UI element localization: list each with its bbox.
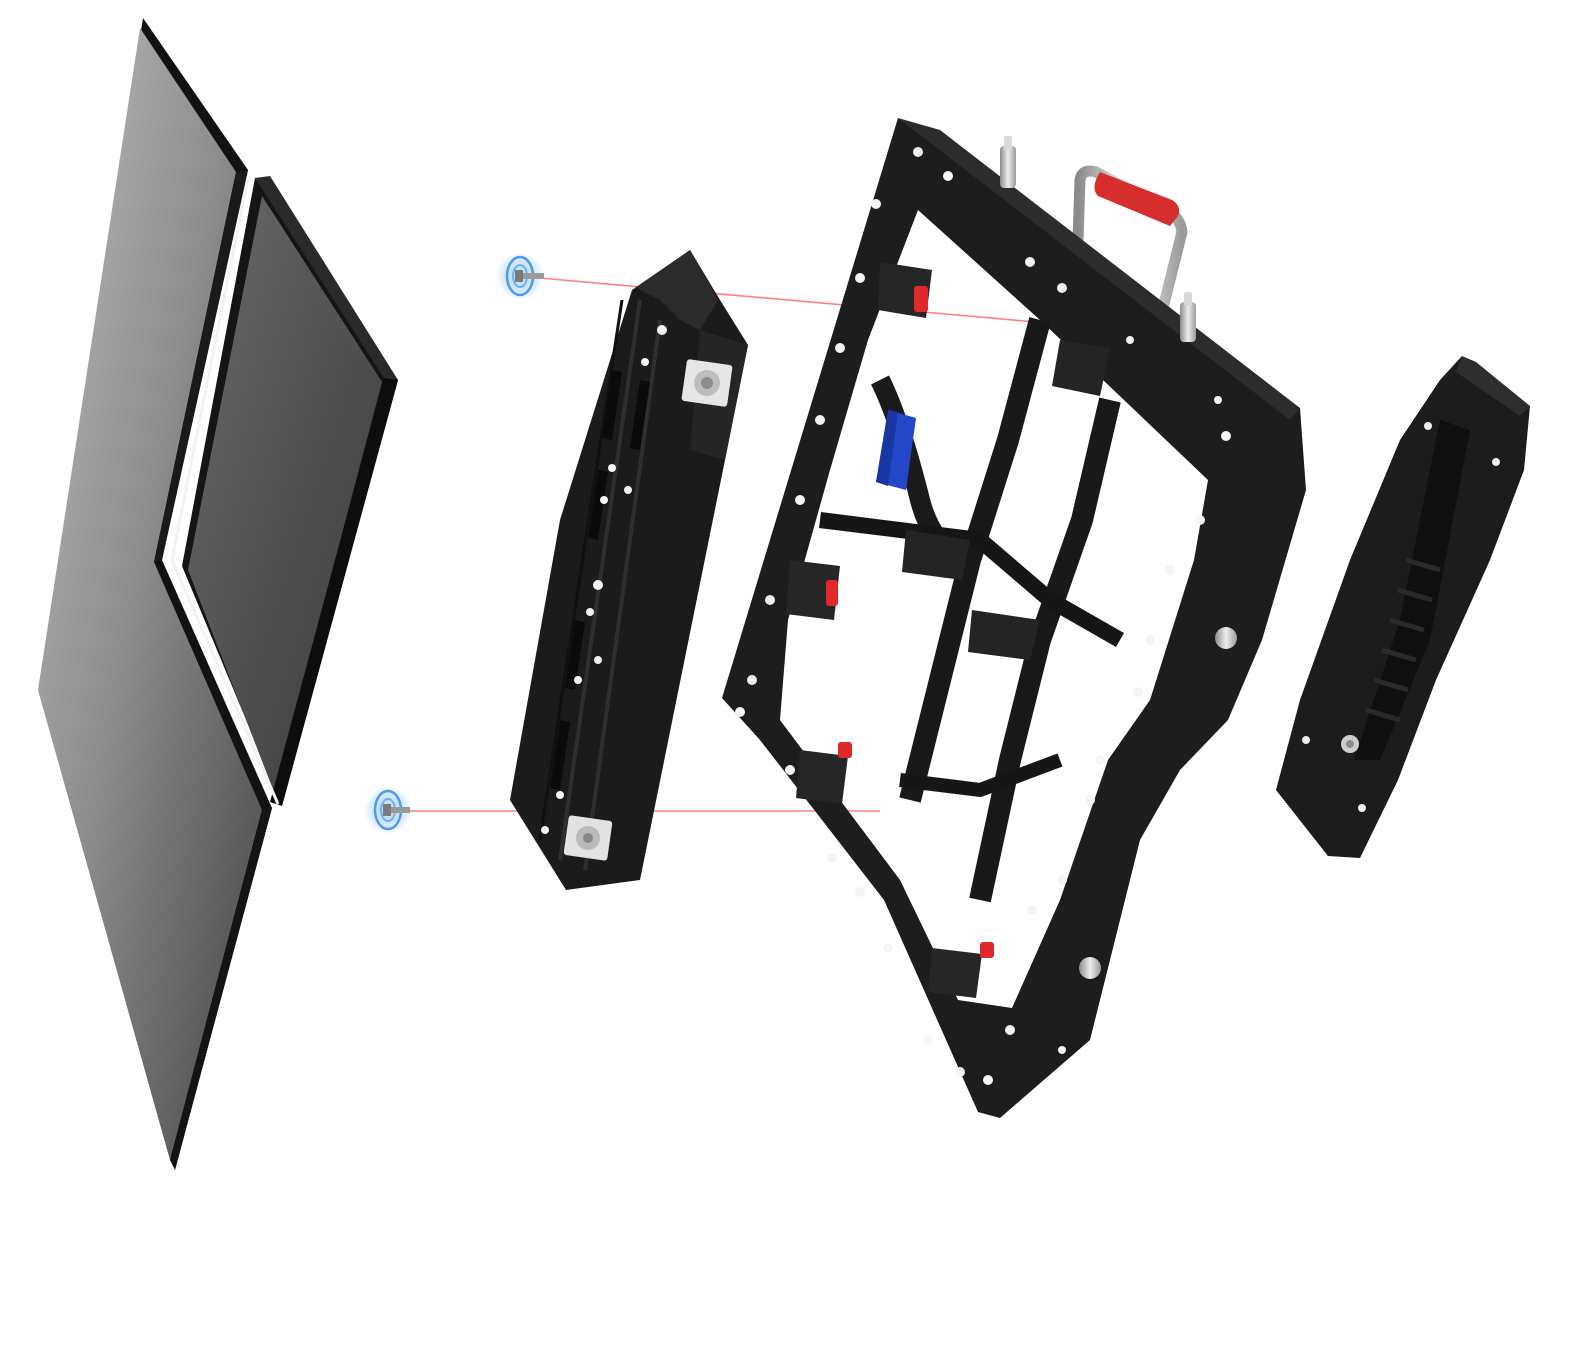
screw-icon [364, 786, 412, 834]
panel-back-module [182, 176, 398, 806]
red-clip-icon [826, 286, 994, 958]
screw-icon [496, 252, 544, 300]
panel-front-module [38, 18, 280, 1170]
power-connector-bottom [563, 815, 613, 861]
carry-handle-icon [1072, 165, 1188, 326]
alignment-line-top [539, 277, 1059, 325]
power-box-icon [510, 250, 748, 890]
led-panel-icon [38, 18, 398, 1170]
cabinet-frame-icon [722, 118, 1306, 1118]
blue-strap-icon [876, 410, 916, 490]
frame-holes [735, 147, 1231, 1085]
power-connector-top [681, 359, 733, 407]
rear-cover-icon [1276, 356, 1530, 858]
locating-pin-icon [1000, 136, 1237, 979]
